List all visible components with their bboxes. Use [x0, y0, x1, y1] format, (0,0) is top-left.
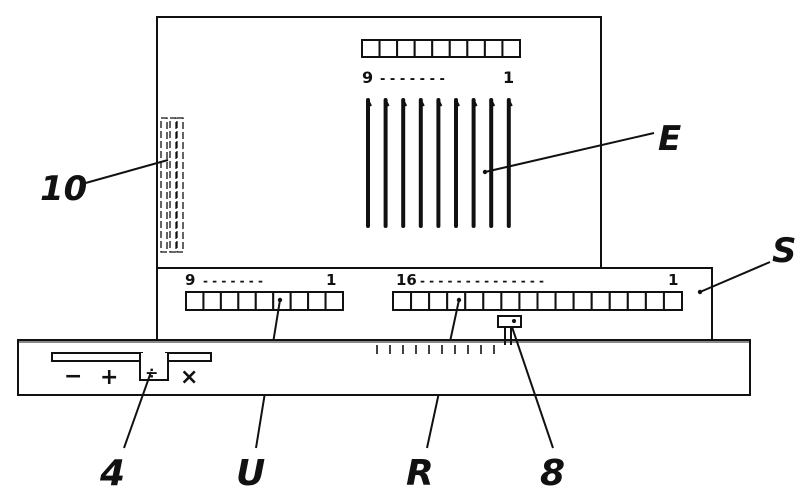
u-register-cell [307, 291, 327, 311]
r-register-window [392, 291, 683, 311]
division-key [139, 353, 169, 381]
top-register-window [361, 39, 522, 58]
setting-slots [366, 98, 513, 228]
r-register-cell [464, 291, 485, 311]
leader-e-dot [482, 169, 488, 175]
setting-slot-hook [455, 99, 460, 107]
setting-slot-hook [419, 99, 425, 107]
u-register-cell [219, 291, 240, 311]
dashed-bar [176, 117, 184, 253]
u-register-window [185, 291, 344, 311]
r-register-cell [644, 291, 665, 311]
key-bar-right [165, 352, 212, 362]
top-register-cell [501, 39, 522, 58]
r-register-cell [500, 291, 521, 311]
top-register-cell [413, 39, 434, 58]
r-register-right-index: 1 [668, 271, 678, 289]
leader-8 [511, 326, 554, 449]
setting-slot-hook [437, 99, 443, 107]
r-register-cell [590, 291, 611, 311]
top-register-cell [378, 39, 399, 58]
r-register-cell [410, 291, 431, 311]
top-register-right-index: 1 [503, 68, 514, 87]
u-register-cell [202, 291, 222, 311]
r-register-cell [554, 291, 575, 311]
leader-e [484, 132, 655, 173]
base-housing [17, 339, 751, 396]
setting-slot-hook [490, 99, 496, 107]
scale-ticks [376, 345, 495, 354]
u-register-cell [324, 291, 344, 311]
setting-slot-hook [472, 99, 478, 107]
u-register-left-index: 9 [185, 271, 195, 289]
dashed-bar [169, 117, 177, 253]
u-register-cell [289, 291, 310, 311]
label-10: 10 [40, 169, 87, 209]
setting-slot-hook [367, 99, 372, 107]
r-register-cell [518, 291, 539, 311]
r-register-cell [626, 291, 647, 311]
leader-4 [123, 371, 152, 449]
r-register-cell [536, 291, 557, 311]
r-register-dots: - - - - - - - - - - - - - - [420, 274, 544, 288]
r-register-cell [608, 291, 629, 311]
top-register-left-index: 9 [362, 68, 373, 87]
u-register-dots: - - - - - - - [203, 274, 263, 288]
r-register-cell [392, 291, 413, 311]
label-u: U [236, 453, 265, 494]
setting-slot-hook [384, 99, 390, 107]
u-register-cell [254, 291, 275, 311]
r-register-cell [572, 291, 593, 311]
slider-knob [497, 315, 522, 328]
key-plus: + [100, 365, 118, 390]
u-register-cell [237, 291, 257, 311]
leader-s [699, 261, 771, 293]
top-register-cell [396, 39, 416, 58]
slider-knob-dot [512, 319, 516, 323]
label-4: 4 [99, 453, 125, 494]
label-8: 8 [540, 453, 565, 494]
u-register-cell [185, 291, 205, 311]
top-register-cell [361, 39, 381, 58]
r-register-cell [428, 291, 449, 311]
key-bar-left [51, 352, 143, 362]
key-minus: − [64, 364, 82, 389]
r-register-left-index: 16 [396, 271, 417, 289]
top-register-cell [483, 39, 504, 58]
r-register-cell [482, 291, 503, 311]
setting-slot-hook [507, 99, 513, 107]
label-r: R [406, 453, 434, 494]
dashed-bar [160, 117, 168, 253]
top-register-dots: - - - - - - - [380, 72, 445, 87]
setting-slot-hook [402, 99, 408, 107]
key-times: × [180, 365, 198, 390]
label-s: S [772, 231, 797, 271]
r-register-cell [662, 291, 683, 311]
top-register-cell [448, 39, 469, 58]
side-dashed-bars [160, 117, 184, 253]
leader-10 [81, 159, 169, 185]
u-register-right-index: 1 [326, 271, 336, 289]
top-register-cell [466, 39, 486, 58]
top-register-cell [431, 39, 451, 58]
r-register-cell [446, 291, 467, 311]
label-e: E [658, 119, 681, 159]
